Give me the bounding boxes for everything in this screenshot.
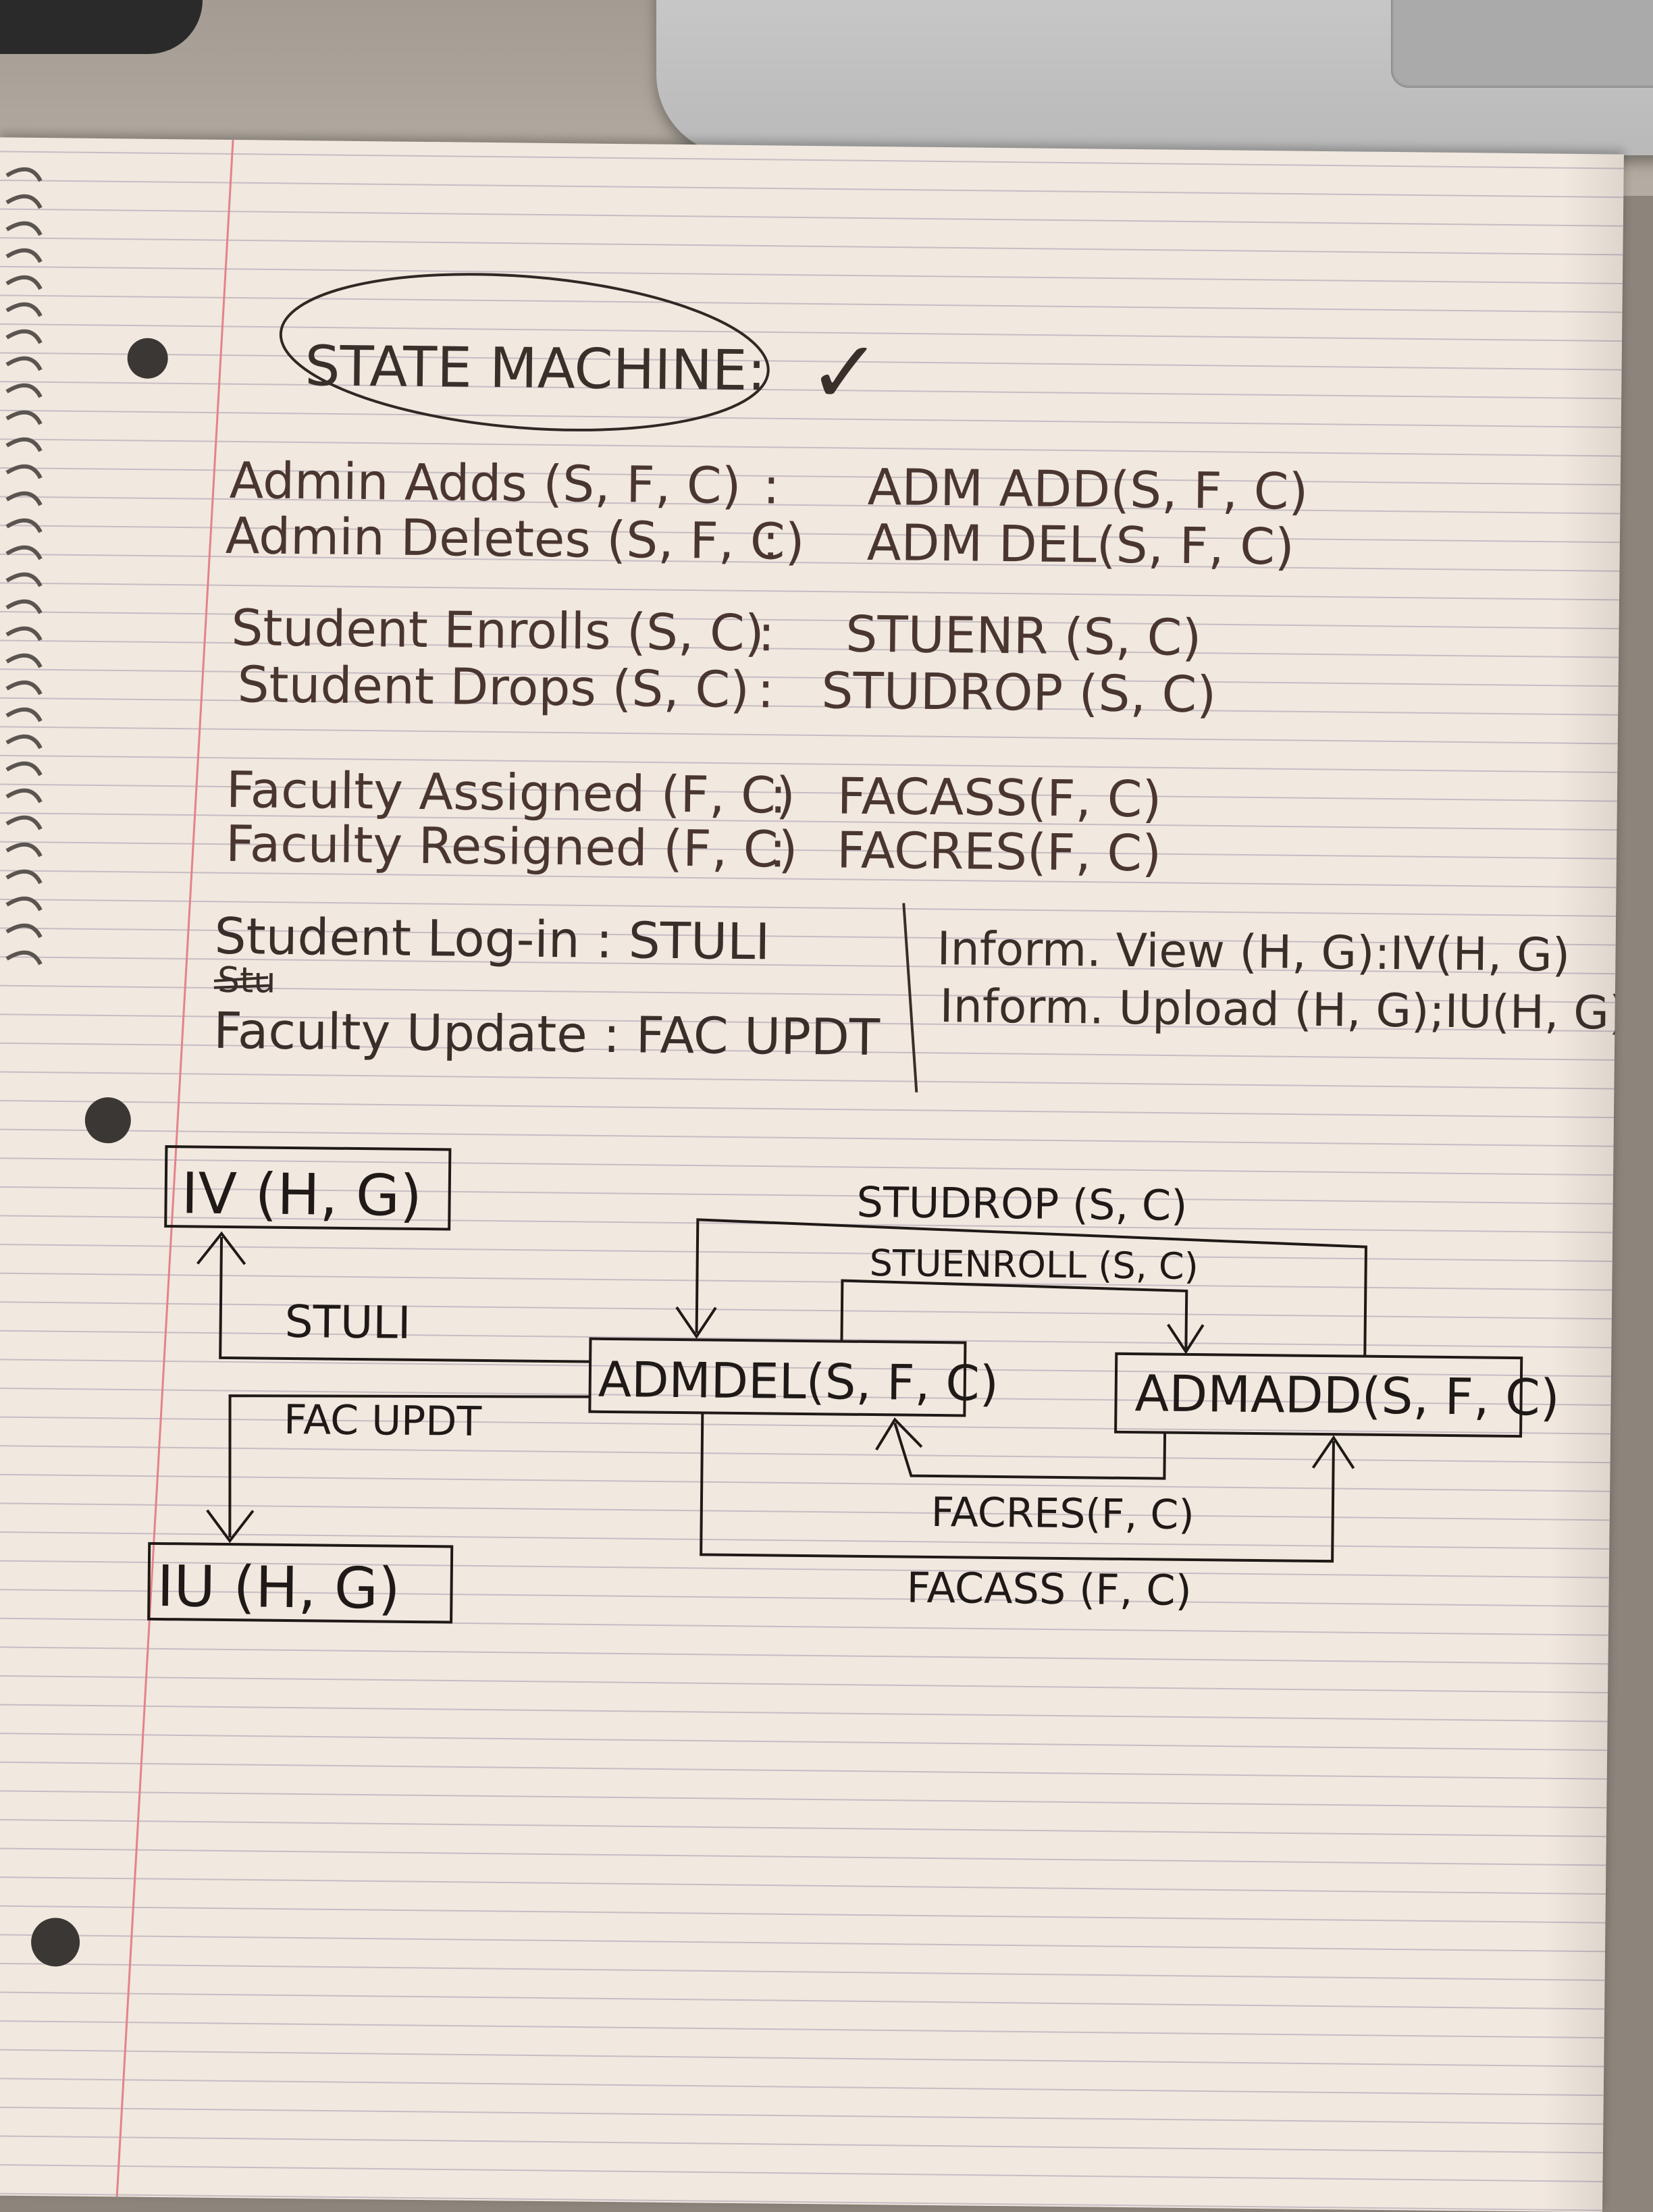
- edge-stuenroll: [840, 1279, 1188, 1349]
- title-ellipse: [279, 273, 770, 431]
- right-col-name: Inform. View (H, G): [937, 922, 1375, 980]
- margin-line: [115, 139, 234, 2197]
- event-colon: :: [758, 604, 775, 662]
- edge-label-stuenroll: STUENROLL (S, C): [869, 1242, 1199, 1288]
- edge-label-facres: FACRES(F, C): [930, 1489, 1195, 1539]
- event-colon: :: [762, 512, 779, 571]
- edge-facass-arrowhead: [1311, 1435, 1355, 1469]
- edge-facres: [893, 1422, 1167, 1480]
- right-col-name: Inform. Upload (H, G): [939, 980, 1429, 1038]
- state-box-iv: [164, 1145, 452, 1231]
- event-code: FACRES(F, C): [837, 821, 1162, 883]
- edge-studrop: [695, 1218, 1367, 1357]
- right-col-code: IV(H, G): [1390, 927, 1571, 982]
- left-col-item: Faculty Update : FAC UPDT: [213, 1002, 881, 1067]
- event-code: ADM ADD(S, F, C): [867, 458, 1308, 521]
- right-col-code: IU(H, G): [1444, 985, 1624, 1041]
- edge-stuli: [219, 1236, 591, 1363]
- notebook-page: STATE MACHINE: ✓ Admin Adds (S, F, C) : …: [0, 137, 1624, 2212]
- event-name: Admin Deletes (S, F, C): [225, 507, 804, 571]
- left-col-name: Faculty Update: [213, 1002, 587, 1064]
- state-diagram: [147, 1145, 1523, 1624]
- event-name: Admin Adds (S, F, C): [229, 452, 741, 515]
- io-definitions: Student Log-in : STULI Stu Faculty Updat…: [213, 903, 1624, 1092]
- left-col-code: FAC UPDT: [635, 1006, 881, 1067]
- edge-facres-arrowhead: [875, 1417, 923, 1451]
- event-code: FACASS(F, C): [837, 767, 1161, 828]
- edge-facupdt-arrowhead: [206, 1509, 255, 1544]
- edge-facass: [700, 1413, 1335, 1563]
- left-col-name: Student Log-in: [214, 907, 580, 970]
- event-colon: :: [769, 766, 787, 824]
- edge-stuli-arrowhead: [196, 1231, 246, 1265]
- right-col-item: Inform. View (H, G):IV(H, G): [937, 922, 1570, 982]
- right-col-item: Inform. Upload (H, G);IU(H, G): [939, 980, 1624, 1041]
- event-code: ADM DEL(S, F, C): [866, 514, 1294, 577]
- state-box-iu: [147, 1542, 454, 1624]
- event-definitions: Admin Adds (S, F, C) : ADM ADD(S, F, C) …: [225, 452, 1308, 883]
- edge-label-studrop: STUDROP (S, C): [856, 1178, 1188, 1230]
- handwriting: STATE MACHINE: ✓ Admin Adds (S, F, C) : …: [147, 273, 1624, 1624]
- left-col-code: STULI: [628, 912, 770, 971]
- event-code: STUDROP (S, C): [821, 662, 1216, 724]
- event-colon: :: [769, 820, 787, 878]
- edge-label-facupdt: FAC UPDT: [284, 1396, 482, 1446]
- desk-object: [0, 0, 203, 54]
- event-code: STUENR (S, C): [845, 606, 1202, 668]
- state-label-admadd: ADMADD(S, F, C): [1134, 1365, 1560, 1427]
- column-divider: [902, 903, 918, 1092]
- edge-stuenroll-arrowhead: [1167, 1323, 1205, 1354]
- checkmark: ✓: [808, 321, 883, 424]
- state-label-iv: IV (H, G): [181, 1160, 422, 1229]
- state-box-admadd: [1114, 1352, 1523, 1438]
- edge-label-facass: FACASS (F, C): [906, 1563, 1192, 1615]
- left-col-item: Student Log-in : STULI: [214, 907, 770, 972]
- event-name: Student Drops (S, C): [237, 656, 750, 719]
- edge-studrop-arrowhead: [675, 1306, 717, 1339]
- diagram-labels: IV (H, G) IU (H, G) ADMDEL(S, F, C) ADMA…: [157, 1160, 1560, 1622]
- spiral-binding: [5, 167, 43, 966]
- edge-label-stuli: STULI: [284, 1296, 411, 1349]
- event-name: Student Enrolls (S, C): [231, 599, 764, 662]
- event-name: Faculty Resigned (F, C): [226, 815, 798, 879]
- page-title: STATE MACHINE:: [305, 334, 766, 403]
- event-name: Faculty Assigned (F, C): [226, 761, 796, 825]
- punch-holes: [31, 338, 168, 1967]
- event-colon: :: [757, 661, 775, 719]
- edge-facupdt: [228, 1394, 590, 1538]
- state-label-admdel: ADMDEL(S, F, C): [598, 1351, 999, 1412]
- state-label-iu: IU (H, G): [157, 1553, 400, 1622]
- state-box-admdel: [588, 1337, 967, 1417]
- laptop-trackpad: [1391, 0, 1653, 88]
- event-colon: :: [762, 457, 780, 515]
